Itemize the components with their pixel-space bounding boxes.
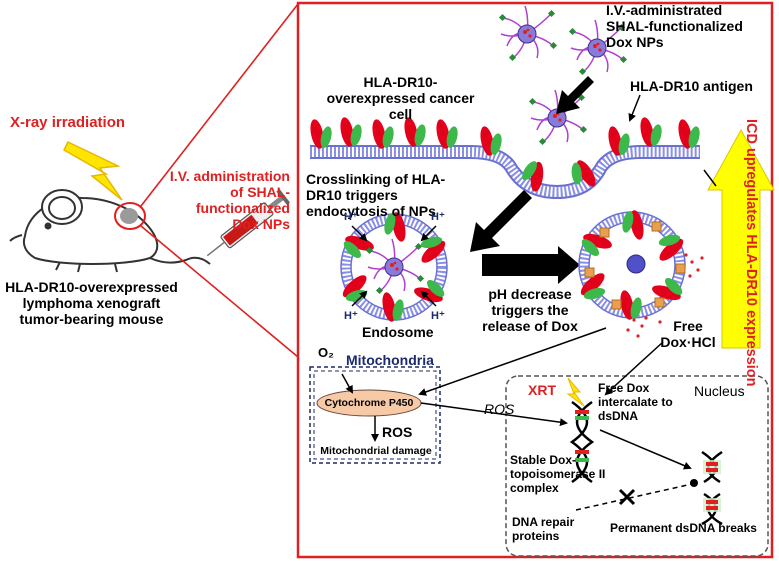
endosome-right xyxy=(574,209,704,338)
endosome-left xyxy=(336,211,452,323)
proton-label: H⁺ xyxy=(344,211,358,223)
crosslink-label: Crosslinking of HLA-DR10 triggers endocy… xyxy=(306,171,446,220)
proton-label: H⁺ xyxy=(431,310,445,322)
repair-inhibition-line xyxy=(575,483,693,511)
broken-dna-icon xyxy=(701,450,723,526)
cell-membrane xyxy=(310,145,700,200)
dna-helix-icon xyxy=(569,400,595,484)
big-arrow-icon xyxy=(470,190,532,252)
proton-label: H⁺ xyxy=(431,211,445,223)
mouse-caption: HLA-DR10-overexpressed lymphoma xenograf… xyxy=(5,279,178,328)
mitochondria-title: Mitochondria xyxy=(346,352,434,368)
cytochrome-label: Cytochrome P450 xyxy=(324,397,414,409)
big-arrow-icon xyxy=(556,76,594,114)
upregulation-arrow xyxy=(707,128,775,349)
xrt-bolt-icon xyxy=(566,377,585,407)
tumor-highlight-circle xyxy=(114,202,146,230)
pathway-arrows xyxy=(341,94,717,470)
mito-damage-label: Mitochondrial damage xyxy=(320,445,432,457)
xray-label: X-ray irradiation xyxy=(10,114,126,131)
icd-label: ICD upregulates HLA-DR10 expression xyxy=(743,119,759,387)
mitochondria-box xyxy=(309,366,441,464)
mito-ros-label: ROS xyxy=(382,424,413,440)
np-label: I.V.-administrated SHAL-functionalized D… xyxy=(606,2,743,51)
proton-label: H⁺ xyxy=(344,310,358,322)
cancer-cell-label: HLA-DR10-overexpressed cancer cell xyxy=(326,74,475,123)
intercalate-label: Free Dox intercalate to dsDNA xyxy=(598,381,673,423)
syringe-icon xyxy=(206,189,291,257)
big-arrow-icon xyxy=(482,246,580,284)
xrt-label: XRT xyxy=(528,382,556,398)
dsdna-breaks-label: Permanent dsDNA breaks xyxy=(610,521,757,535)
zoom-line-bottom xyxy=(140,225,299,358)
ph-label: pH decrease triggers the release of Dox xyxy=(482,286,578,335)
nucleus-title: Nucleus xyxy=(694,383,745,399)
antigen-label: HLA-DR10 antigen xyxy=(630,78,753,94)
stable-complex-label: Stable Dox-topoisomerase II complex xyxy=(510,453,606,495)
ros-arrow-label: ROS xyxy=(484,401,515,417)
endosome-label: Endosome xyxy=(362,324,434,340)
o2-label: O₂ xyxy=(318,345,334,360)
main-frame xyxy=(296,1,774,559)
iv-administration-label: I.V. administration of SHAL-functionaliz… xyxy=(169,168,290,233)
tumor-shape xyxy=(120,208,138,224)
proton-arrows xyxy=(351,225,437,307)
lightning-bolt-icon xyxy=(63,141,123,201)
free-dox-label: Free Dox·HCl xyxy=(660,318,716,351)
repair-proteins-label: DNA repair proteins xyxy=(512,515,575,543)
zoom-line-top xyxy=(140,3,299,207)
blocked-x-icon xyxy=(618,488,636,506)
